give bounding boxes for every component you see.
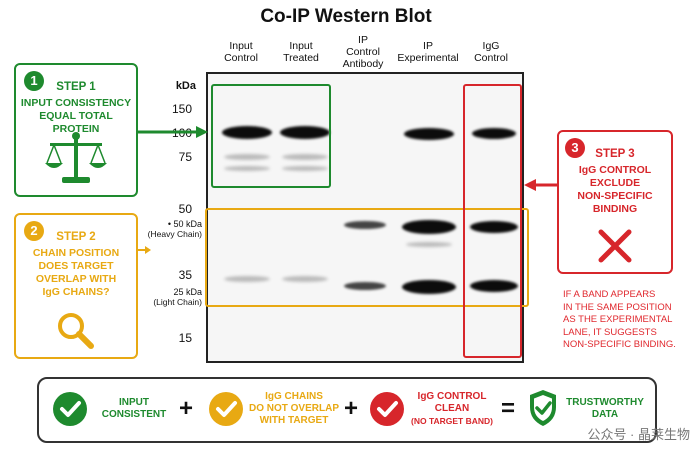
step2-line3: OVERLAP WITH bbox=[35, 273, 117, 285]
faint-band-input-treated-lower bbox=[282, 166, 328, 171]
igg-control-highlight-box bbox=[463, 84, 522, 358]
faint-band-input-treated-upper bbox=[282, 154, 328, 160]
faint-band-input-control-35 bbox=[224, 276, 270, 282]
marker-150: 150 bbox=[171, 102, 192, 116]
red-check-icon bbox=[370, 392, 404, 426]
band-input-control-100 bbox=[222, 126, 272, 139]
step1-box: 1 STEP 1 INPUT CONSISTENCY EQUAL TOTAL P… bbox=[14, 63, 138, 197]
step1-line2: EQUAL TOTAL PROTEIN bbox=[39, 110, 113, 135]
step1-line1: INPUT CONSISTENCY bbox=[20, 97, 132, 109]
step3-number-badge: 3 bbox=[565, 138, 585, 158]
step2-line4: IgG CHAINS? bbox=[42, 286, 110, 298]
step2-number-badge: 2 bbox=[24, 221, 44, 241]
equals-sign: = bbox=[501, 395, 516, 422]
step1-arrow-icon bbox=[136, 126, 208, 138]
step2-line1: CHAIN POSITION bbox=[32, 247, 120, 259]
marker-15: 15 bbox=[178, 331, 192, 345]
step2-title: STEP 2 bbox=[56, 231, 96, 243]
band-ip-experimental-heavy bbox=[402, 220, 456, 234]
faint-band-ip-experimental bbox=[406, 242, 452, 247]
balance-scale-icon bbox=[45, 132, 107, 183]
magnifier-icon bbox=[58, 313, 94, 349]
step3-line2: EXCLUDE bbox=[589, 177, 641, 189]
input-highlight-box bbox=[211, 84, 331, 188]
marker-50: 50 bbox=[178, 202, 192, 216]
western-blot-membrane bbox=[206, 72, 524, 363]
green-check-icon bbox=[53, 392, 87, 426]
band-igg-control-heavy bbox=[470, 221, 518, 233]
step3-line1: IgG CONTROL bbox=[578, 164, 652, 176]
marker-75: 75 bbox=[178, 150, 192, 164]
band-igg-control-100 bbox=[472, 128, 516, 139]
faint-band-input-control-upper bbox=[224, 154, 270, 160]
kda-axis-label: kDa bbox=[175, 80, 196, 92]
band-input-treated-100 bbox=[280, 126, 330, 139]
page-title: Co-IP Western Blot bbox=[260, 6, 432, 27]
band-igg-control-light bbox=[470, 280, 518, 292]
plus-sign-1: + bbox=[179, 395, 194, 422]
step2-box: 2 STEP 2 CHAIN POSITION DOES TARGET OVER… bbox=[14, 213, 138, 359]
band-ip-control-light bbox=[344, 282, 386, 290]
band-ip-control-heavy bbox=[344, 221, 386, 229]
step2-arrow-icon bbox=[136, 246, 151, 254]
yellow-check-icon bbox=[209, 392, 243, 426]
light-chain-label: 25 kDa (Light Chain) bbox=[153, 287, 202, 307]
red-x-icon bbox=[598, 229, 632, 263]
step3-box: 3 STEP 3 IgG CONTROL EXCLUDE NON-SPECIFI… bbox=[557, 130, 673, 274]
faint-band-input-treated-35 bbox=[282, 276, 328, 282]
plus-sign-2: + bbox=[344, 395, 359, 422]
step3-line3: NON-SPECIFIC bbox=[577, 190, 653, 202]
step3-title: STEP 3 bbox=[595, 148, 635, 160]
heavy-chain-label: • 50 kDa (Heavy Chain) bbox=[147, 219, 202, 239]
band-ip-experimental-light bbox=[402, 280, 456, 294]
watermark-text: 公众号 · 晶莱生物 bbox=[587, 427, 690, 442]
step1-title: STEP 1 bbox=[56, 81, 96, 93]
faint-band-input-control-lower bbox=[224, 166, 270, 171]
marker-35: 35 bbox=[178, 268, 192, 282]
chain-position-highlight-box bbox=[205, 208, 529, 307]
shield-check-icon bbox=[530, 390, 556, 426]
step1-number-badge: 1 bbox=[24, 71, 44, 91]
step2-line2: DOES TARGET bbox=[38, 260, 114, 272]
band-ip-experimental-100 bbox=[404, 128, 454, 140]
step3-line4: BINDING bbox=[592, 203, 638, 215]
nonspecific-binding-note: IF A BAND APPEARS IN THE SAME POSITION A… bbox=[563, 289, 676, 350]
step3-arrow-icon bbox=[524, 179, 558, 191]
